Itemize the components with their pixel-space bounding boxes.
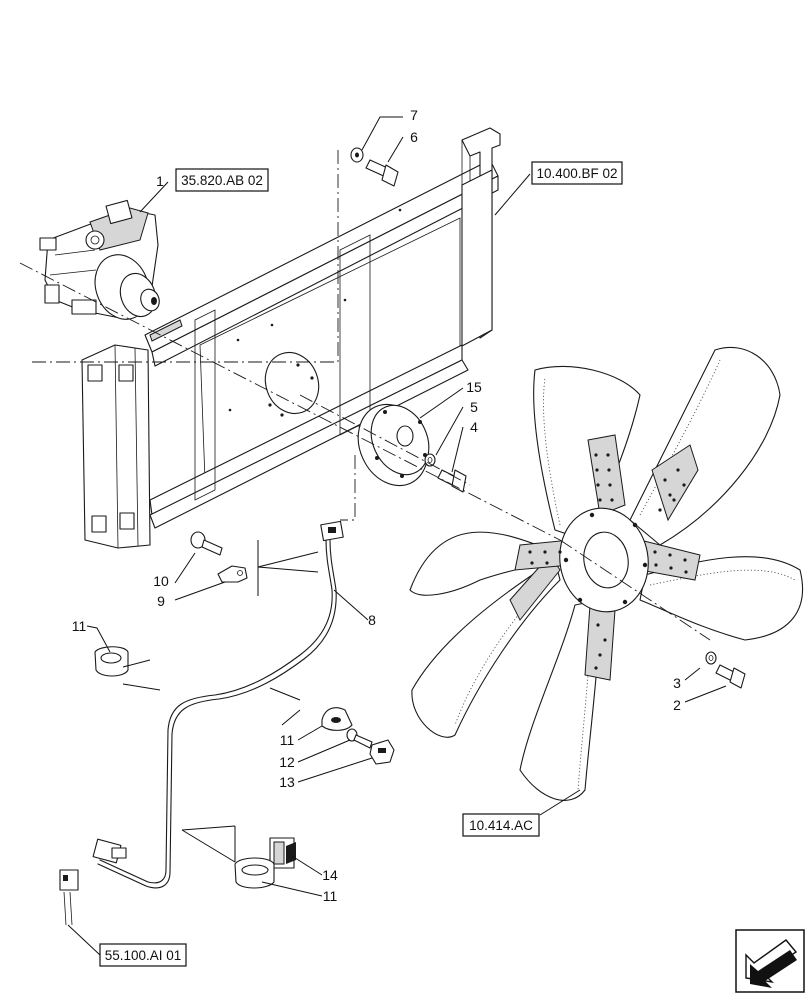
ref-55-100: 55.100.AI 01 — [105, 948, 182, 963]
ground-strap-9 — [217, 565, 248, 583]
clip-13 — [369, 739, 395, 765]
ref-10-400: 10.400.BF 02 — [536, 166, 617, 181]
ref-box-frame: 10.400.BF 02 — [531, 161, 623, 185]
wiring-harness-8 — [59, 520, 344, 926]
callout-5: 5 — [470, 399, 478, 415]
callout-11a: 11 — [72, 618, 87, 634]
callout-4: 4 — [470, 419, 478, 435]
callout-7: 7 — [410, 107, 418, 123]
callout-3: 3 — [673, 675, 681, 691]
radiator-frame — [81, 127, 501, 549]
bolt-4 — [437, 469, 467, 493]
washer-3 — [705, 651, 717, 665]
section-marks — [122, 540, 319, 863]
clip-11c — [234, 857, 275, 889]
bolt-2 — [715, 664, 746, 689]
callout-11b: 11 — [280, 732, 295, 748]
callout-13: 13 — [279, 774, 295, 790]
bolt-10 — [190, 531, 223, 556]
leaders — [67, 116, 727, 956]
hub-flange — [357, 403, 430, 487]
washer-7 — [350, 147, 364, 163]
ref-10-414: 10.414.AC — [469, 818, 533, 833]
arrow-back-icon[interactable] — [735, 929, 805, 993]
callout-8: 8 — [368, 612, 376, 628]
screw-12 — [346, 728, 373, 749]
cooling-fan — [409, 346, 804, 801]
callout-10: 10 — [153, 573, 169, 589]
bolt-6 — [365, 159, 399, 187]
callout-14: 14 — [322, 867, 338, 883]
callout-1: 1 — [156, 173, 164, 189]
callout-9: 9 — [157, 593, 165, 609]
center-lines — [19, 150, 711, 641]
callout-15: 15 — [466, 379, 482, 395]
callout-12: 12 — [279, 754, 295, 770]
ref-box-harness: 55.100.AI 01 — [99, 943, 187, 967]
ref-35-820: 35.820.AB 02 — [181, 173, 263, 188]
ref-box-1: 35.820.AB 02 — [175, 168, 269, 192]
clip-11b — [321, 707, 353, 731]
ref-box-fan: 10.414.AC — [462, 813, 540, 837]
callouts: 1 2 3 4 5 6 7 8 9 10 11 11 12 13 14 11 1… — [72, 107, 681, 904]
hydraulic-motor — [39, 199, 160, 320]
callout-11c: 11 — [323, 888, 338, 904]
callout-6: 6 — [410, 129, 418, 145]
clip-11a — [94, 646, 129, 677]
callout-2: 2 — [673, 697, 681, 713]
